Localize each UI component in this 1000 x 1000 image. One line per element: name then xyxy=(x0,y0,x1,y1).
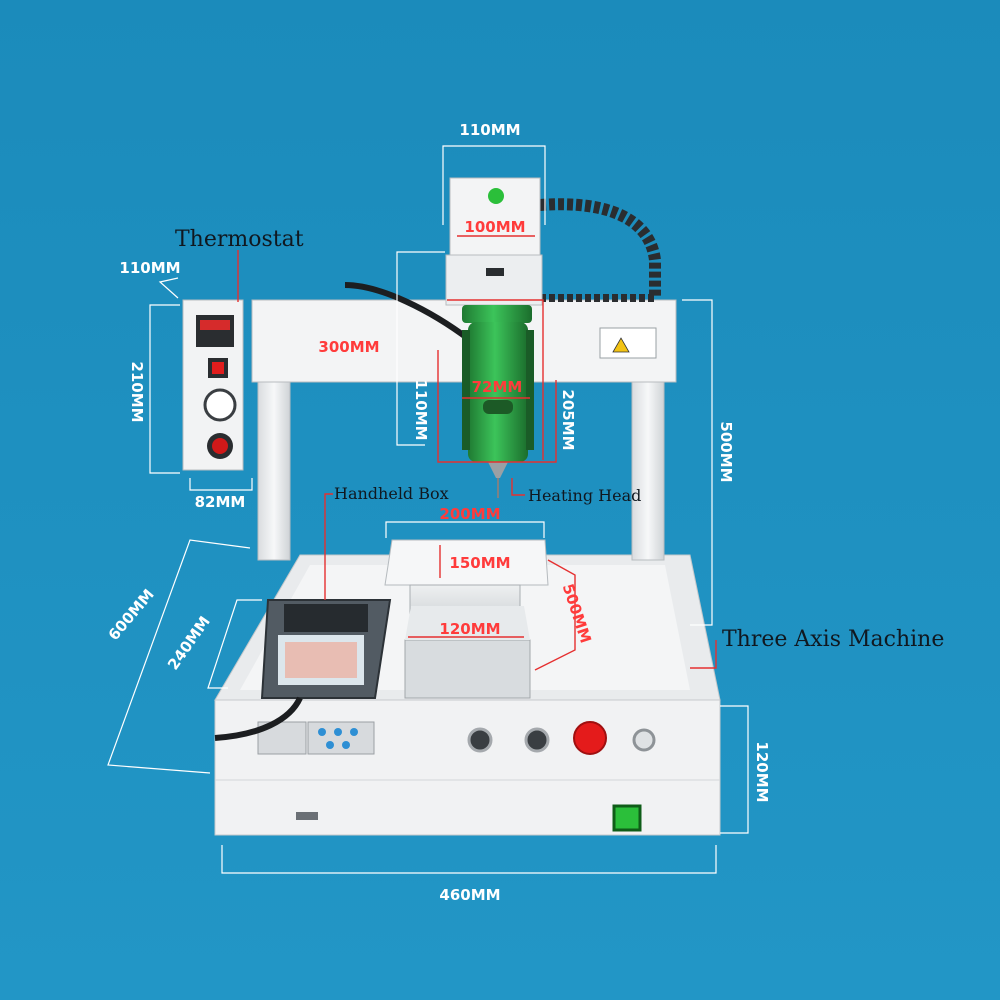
thermostat-display-readout xyxy=(200,320,230,330)
heating-head-callout-line xyxy=(511,478,525,496)
y-axis-block xyxy=(404,639,531,699)
table-inner-label: 150MM xyxy=(449,554,510,572)
heater-mount-left xyxy=(462,330,470,450)
heater-switch-light xyxy=(212,362,224,374)
heater-height-line xyxy=(437,350,557,463)
head-height-label: 110MM xyxy=(412,379,430,440)
front-key xyxy=(342,741,350,749)
thermostat-height-label: 210MM xyxy=(128,361,146,422)
base-height-line xyxy=(720,705,749,834)
regulator-knob xyxy=(212,438,228,454)
heater-frame-line xyxy=(447,299,544,460)
thermostat-width-label: 82MM xyxy=(195,493,246,511)
three-axis-machine xyxy=(182,177,721,836)
heating-head-callout: Heating Head xyxy=(528,486,641,505)
heater-diameter-label: 72MM xyxy=(472,378,523,396)
heater-mount-right xyxy=(526,330,534,450)
machine-height-line xyxy=(682,299,713,626)
heater-tip xyxy=(488,462,508,478)
power-cable xyxy=(344,282,472,343)
power-indicator xyxy=(632,728,656,752)
thermostat-callout: Thermostat xyxy=(175,227,304,252)
power-switch xyxy=(612,804,642,832)
pressure-gauge xyxy=(203,388,237,422)
gantry-span-line xyxy=(396,251,445,446)
thermostat-depth-label: 110MM xyxy=(119,259,180,277)
head-inner-width-label: 100MM xyxy=(464,218,525,236)
table-width-label: 200MM xyxy=(439,505,500,523)
front-key xyxy=(326,741,334,749)
heater-clamp xyxy=(462,305,532,323)
thermostat-width-line xyxy=(189,478,253,491)
base-depth-line xyxy=(107,539,251,774)
front-key xyxy=(334,728,342,736)
carriage-width-label: 120MM xyxy=(439,620,500,638)
table-travel-line xyxy=(534,559,576,671)
start-button xyxy=(467,727,493,753)
head-top-width-line xyxy=(442,145,546,225)
base-height-label: 120MM xyxy=(753,741,771,802)
thermostat-height-line xyxy=(149,304,180,474)
handheld-box-callout: Handheld Box xyxy=(334,484,449,503)
head-top-width-label: 110MM xyxy=(459,121,520,139)
handheld-screen xyxy=(284,604,368,632)
front-key xyxy=(350,728,358,736)
thermostat-depth-line xyxy=(158,277,179,299)
heater-height-label: 205MM xyxy=(559,389,577,450)
table-width-line xyxy=(385,521,545,538)
machine-callout-line xyxy=(690,640,717,669)
warning-label xyxy=(599,327,657,359)
machine-height-label: 500MM xyxy=(717,421,735,482)
z-axis-slide xyxy=(445,254,543,306)
z-axis-knob xyxy=(486,268,504,276)
base-front xyxy=(214,699,721,836)
handheld-cable xyxy=(214,696,303,741)
z-axis-indicator xyxy=(488,188,504,204)
reset-button xyxy=(524,727,550,753)
handheld-keys xyxy=(285,642,357,678)
dimension-lines xyxy=(107,145,749,874)
front-key xyxy=(318,728,326,736)
handheld-width-line xyxy=(207,599,262,689)
base-width-line xyxy=(221,845,717,874)
base-width-label: 460MM xyxy=(439,886,500,904)
y-axis-block-top xyxy=(405,606,530,640)
warning-icon xyxy=(612,337,630,353)
front-keypad-right xyxy=(307,721,375,755)
red-dimension-lines xyxy=(237,235,717,671)
emergency-stop-button xyxy=(573,721,607,755)
base-port xyxy=(296,812,318,820)
cable-chain xyxy=(539,198,661,298)
heating-head xyxy=(468,322,528,462)
thermostat-display xyxy=(196,315,234,347)
three-axis-machine-callout: Three Axis Machine xyxy=(722,627,944,652)
handheld-callout-line xyxy=(324,493,333,600)
heater-window xyxy=(483,400,513,414)
gantry-span-label: 300MM xyxy=(318,338,379,356)
